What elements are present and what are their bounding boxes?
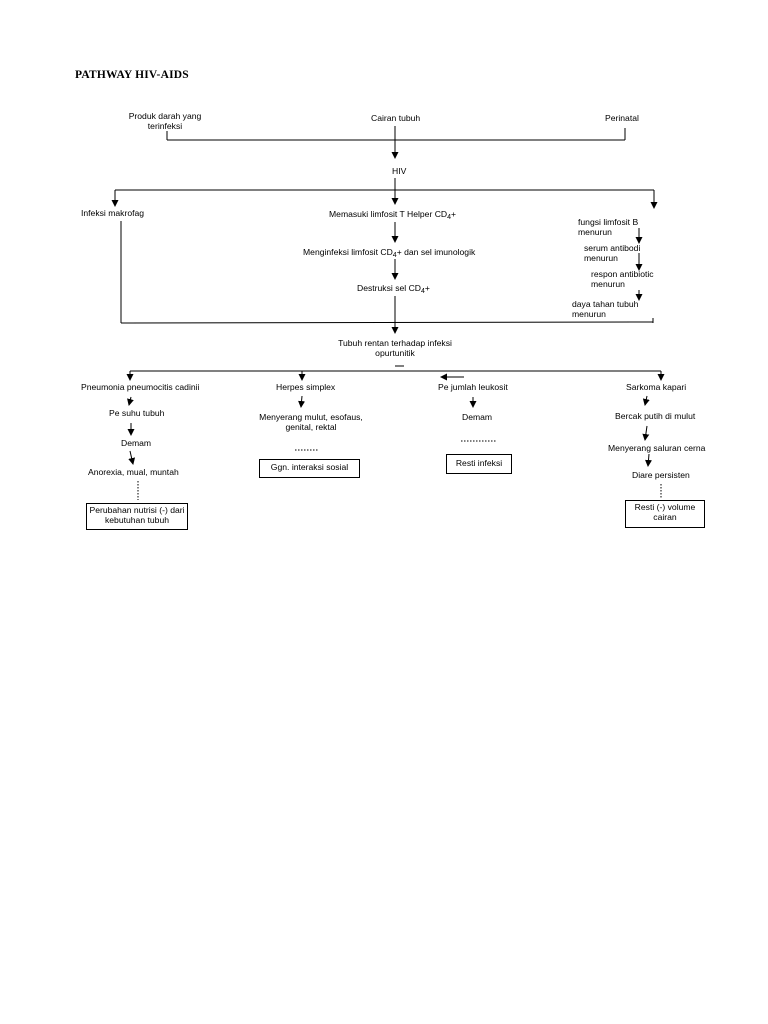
node-bercak-putih: Bercak putih di mulut	[615, 411, 696, 421]
subscript: 4	[421, 288, 425, 295]
node-demam-3: Demam	[462, 412, 493, 422]
node-menginfeksi-limfosit-tail: + dan sel imunologik	[396, 247, 476, 257]
diagnosis-box-resti-infeksi: Resti infeksi	[446, 454, 512, 474]
arrow	[298, 395, 306, 408]
node-daya-tahan-tubuh: daya tahan tubuh menurun	[572, 299, 639, 319]
arrow	[642, 395, 650, 406]
node-menyerang-saluran-cerna: Menyerang saluran cerna	[608, 443, 706, 453]
diagnosis-box-volume-cairan: Resti (-) volume cairan	[625, 500, 705, 528]
node-produk-darah: Produk darah yang terinfeksi	[128, 111, 202, 131]
node-respon-antibiotic: respon antibiotic menurun	[591, 269, 654, 289]
arrow	[128, 450, 136, 465]
node-pneumonia: Pneumonia pneumocitis cadinii	[81, 382, 200, 392]
node-infeksi-makrofag: Infeksi makrofag	[81, 208, 145, 218]
node-tubuh-rentan: Tubuh rentan terhadap infeksi opurtuniti…	[338, 338, 452, 358]
node-pe-jumlah-leukosit: Pe jumlah leukosit	[438, 382, 508, 392]
node-memasuki-limfosit: Memasuki limfosit T Helper CD4+	[329, 209, 456, 223]
node-fungsi-limfosit-b: fungsi limfosit B menurun	[578, 217, 639, 237]
node-diare-persisten: Diare persisten	[632, 470, 690, 480]
node-destruksi-sel: Destruksi sel CD4+	[357, 283, 430, 297]
node-pe-suhu-tubuh: Pe suhu tubuh	[109, 408, 165, 418]
node-memasuki-limfosit-text: Memasuki limfosit T Helper CD	[329, 209, 448, 219]
node-hiv: HIV	[392, 166, 407, 176]
arrow	[645, 453, 652, 467]
node-perinatal: Perinatal	[605, 113, 639, 123]
node-menginfeksi-limfosit: Menginfeksi limfosit CD4+ dan sel imunol…	[303, 247, 475, 261]
node-sarkoma-kapari: Sarkoma kapari	[626, 382, 687, 392]
node-anorexia: Anorexia, mual, muntah	[88, 467, 179, 477]
superscript: +	[424, 283, 430, 293]
arrow	[127, 396, 134, 406]
superscript: +	[451, 209, 457, 219]
node-demam-1: Demam	[121, 438, 152, 448]
connector	[120, 321, 654, 324]
subscript: 4	[447, 214, 452, 221]
subscript: 4	[392, 252, 397, 259]
node-menyerang-mulut: Menyerang mulut, esofaus, genital, rekta…	[259, 412, 363, 432]
node-herpes-simplex: Herpes simplex	[276, 382, 336, 392]
diagnosis-box-interaksi-sosial: Ggn. interaksi sosial	[259, 459, 360, 478]
node-cairan-tubuh: Cairan tubuh	[371, 113, 421, 123]
arrow	[642, 425, 650, 441]
node-destruksi-sel-text: Destruksi sel CD	[357, 283, 421, 293]
node-serum-antibodi: serum antibodi menurun	[584, 243, 641, 263]
page-title: PATHWAY HIV-AIDS	[75, 69, 189, 81]
node-menginfeksi-limfosit-text: Menginfeksi limfosit CD	[303, 247, 393, 257]
diagnosis-box-nutrisi: Perubahan nutrisi (-) dari kebutuhan tub…	[86, 503, 188, 530]
